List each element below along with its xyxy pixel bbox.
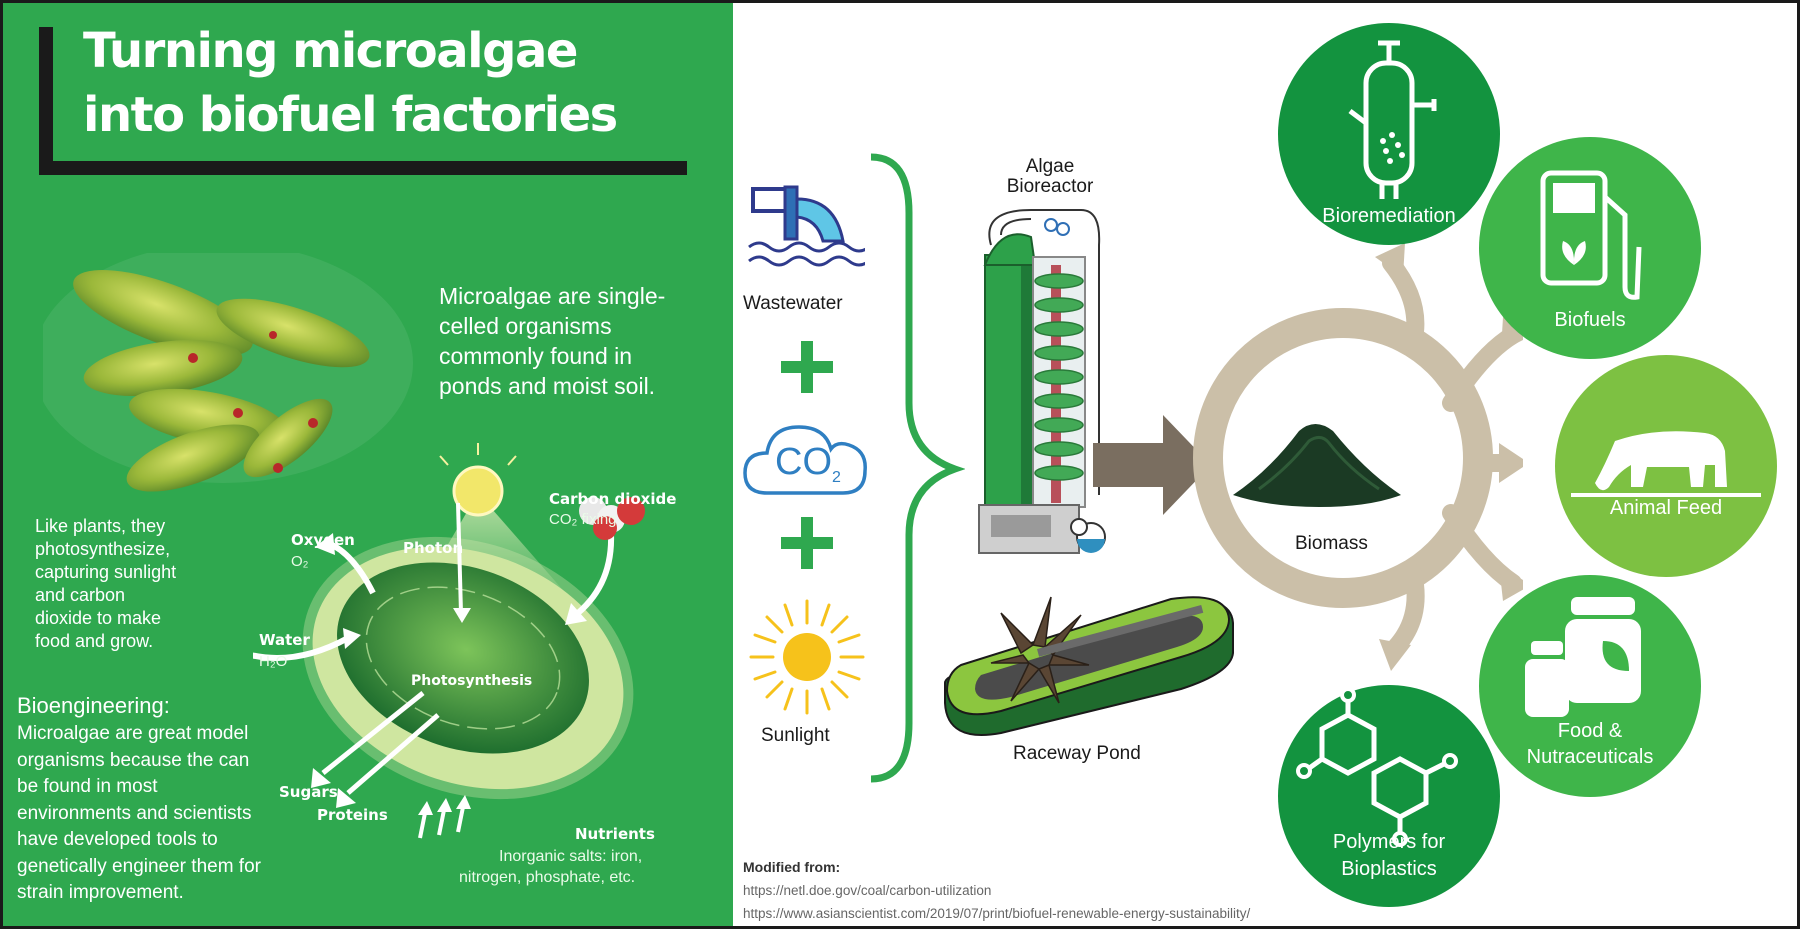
food-nutraceuticals-circle [1479, 575, 1701, 797]
note-line: food and grow. [35, 631, 154, 651]
co2-subscript: 2 [832, 469, 841, 486]
co2-molecule-icon [579, 497, 645, 540]
note-line: Like plants, they [35, 516, 166, 536]
biomass-label: Biomass [1295, 533, 1368, 554]
sugars-label: Sugars [279, 783, 338, 801]
water-formula: H₂O [259, 653, 288, 670]
proteins-label: Proteins [317, 806, 388, 824]
raceway-pond-label: Raceway Pond [1013, 743, 1141, 764]
bio-line: organisms because the can [17, 749, 250, 771]
bio-line: strain improvement. [17, 882, 184, 903]
source-link-2[interactable]: https://www.asianscientist.com/2019/07/p… [743, 906, 1251, 921]
bioreactor-label-line: Algae [1025, 156, 1075, 177]
oxygen-formula: O₂ [291, 553, 309, 570]
title-frame-vertical [39, 27, 53, 175]
microalgae-cells-illustration [43, 253, 413, 492]
polymer-molecule-icon [1306, 697, 1448, 835]
title-line-2: into biofuel factories [83, 87, 618, 143]
note-line: capturing sunlight [35, 562, 177, 582]
nutrients-label: Nutrients [575, 825, 655, 843]
sunlight-icon [749, 599, 865, 715]
raceway-pond-illustration [944, 596, 1234, 736]
bioremediation-label: Bioremediation [1322, 205, 1456, 227]
bio-line: Microalgae are great model [17, 723, 249, 744]
photosynthesis-note: Like plants, they photosynthesize, captu… [35, 515, 176, 653]
supplement-jars-icon [1525, 597, 1641, 717]
note-line: and carbon [35, 585, 126, 605]
co2-fixing-label: CO₂ fixing [549, 511, 617, 528]
bio-line: be found in most [17, 776, 158, 797]
intro-line: ponds and moist soil. [439, 373, 656, 399]
algae-cell [216, 298, 370, 368]
nutrients-detail-1: Inorganic salts: iron, [499, 848, 643, 865]
title-frame-horizontal [39, 161, 687, 175]
biofuels-label: Biofuels [1554, 309, 1626, 331]
photosynthesis-label: Photosynthesis [411, 673, 533, 689]
plus-icon [781, 517, 833, 569]
photosynthesis-diagram [253, 443, 645, 839]
note-line: photosynthesize, [35, 539, 171, 559]
bio-line: genetically engineer them for [17, 855, 261, 877]
grouping-brace [870, 153, 965, 783]
wastewater-label: Wastewater [743, 293, 843, 314]
intro-text: Microalgae are single- celled organisms … [439, 281, 709, 401]
oxygen-label: Oxygen [291, 531, 355, 549]
biofuels-circle [1479, 137, 1701, 359]
bioengineering-text: Microalgae are great model organisms bec… [17, 721, 261, 907]
algae-bioreactor-illustration [978, 209, 1106, 554]
bioremediation-circle [1278, 23, 1500, 245]
food-label-line: Food & [1557, 720, 1623, 742]
algae-cell [126, 424, 260, 492]
food-label-line: Nutraceuticals [1526, 746, 1654, 768]
wastewater-icon [748, 185, 865, 267]
sunlight-label: Sunlight [761, 725, 830, 746]
bio-line: have developed tools to [17, 829, 218, 850]
left-panel: Turning microalgae into biofuel factorie… [3, 3, 733, 926]
polymers-label: Polymers for Bioplastics [1289, 829, 1489, 883]
note-line: dioxide to make [35, 608, 162, 628]
cell-interior [337, 562, 589, 754]
source-heading: Modified from: [743, 859, 841, 875]
food-nutraceuticals-label: Food & Nutraceuticals [1490, 718, 1690, 770]
animal-feed-label: Animal Feed [1609, 497, 1723, 519]
bioengineering-heading: Bioengineering: [17, 693, 170, 718]
biomass-ring [1193, 243, 1523, 671]
intro-line: celled organisms [439, 313, 612, 339]
algae-cell [73, 269, 253, 357]
algae-cell [243, 398, 333, 478]
process-arrow [1093, 415, 1211, 515]
cow-icon [1595, 431, 1727, 491]
source-link-1[interactable]: https://netl.doe.gov/coal/carbon-utiliza… [743, 883, 992, 898]
algae-cell [83, 339, 243, 397]
co2-text: CO2 [775, 441, 841, 487]
bioreactor-label: Algae Bioreactor [995, 157, 1105, 197]
intro-line: commonly found in [439, 343, 633, 369]
animal-feed-circle [1555, 355, 1777, 577]
co2-cloud-icon [743, 425, 867, 495]
polymers-label-line: Bioplastics [1341, 858, 1437, 880]
sun-icon [452, 465, 504, 517]
photon-label: Photon [403, 539, 464, 557]
bioreactor-label-line: Bioreactor [1006, 176, 1094, 197]
bioreactor-vessel-icon [1348, 40, 1437, 199]
bio-line: environments and scientists [17, 802, 252, 824]
water-label: Water [259, 631, 310, 649]
fuel-pump-icon [1540, 170, 1642, 300]
intro-line: Microalgae are single- [439, 283, 666, 309]
polymers-circle [1278, 685, 1500, 907]
plus-icon [781, 341, 833, 393]
biomass-pile-icon [1233, 424, 1401, 507]
polymers-label-line: Polymers for [1332, 831, 1446, 853]
co2-main: CO [775, 441, 832, 483]
nutrients-detail-2: nitrogen, phosphate, etc. [459, 869, 636, 886]
carbon-dioxide-label: Carbon dioxide [549, 490, 677, 508]
title-line-1: Turning microalgae [83, 23, 578, 79]
